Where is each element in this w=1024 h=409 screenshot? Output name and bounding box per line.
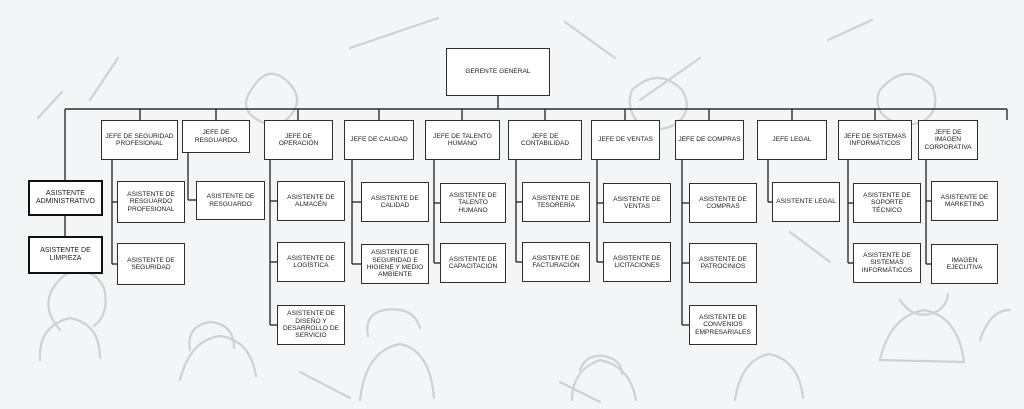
asistente-limpieza-node[interactable]: ASISTENTE DE LIMPIEZA: [28, 236, 103, 274]
asistente-resguardo-profesional-node[interactable]: ASISTENTE DE RESGUARDO PROFESIONAL: [117, 181, 185, 223]
asistente-tesoreria-node[interactable]: ASISTENTE DE TESORERÍA: [522, 182, 590, 222]
jefe-operacion-node[interactable]: JEFE DE OPERACIÓN: [264, 120, 333, 160]
asistente-soporte-tecnico-node[interactable]: ASISTENTE DE SOPORTE TÉCNICO: [853, 183, 921, 223]
asistente-calidad-node[interactable]: ASISTENTE DE CALIDAD: [361, 182, 429, 222]
asistente-ventas-node[interactable]: ASISTENTE DE VENTAS: [603, 183, 671, 223]
asistente-patrocinios-node[interactable]: ASISTENTE DE PATROCINIOS: [689, 243, 757, 283]
jefe-legal-node[interactable]: JEFE LEGAL: [757, 120, 827, 160]
gerente-general-node[interactable]: GERENTE GENERAL: [446, 48, 550, 96]
asistente-legal-node[interactable]: ASISTENTE LEGAL: [772, 182, 840, 222]
asistente-seguridad-higiene-medio-ambiente-node[interactable]: ASISTENTE DE SEGURIDAD E HIGIENE Y MEDIO…: [361, 244, 429, 284]
asistente-logistica-node[interactable]: ASISTENTE DE LOGÍSTICA: [277, 242, 345, 282]
asistente-marketing-node[interactable]: ASISTENTE DE MARKETING: [931, 181, 998, 221]
asistente-almacen-node[interactable]: ASISTENTE DE ALMACÉN: [277, 181, 345, 221]
jefe-seguridad-profesional-node[interactable]: JEFE DE SEGURIDAD PROFESIONAL: [101, 120, 178, 160]
imagen-ejecutiva-node[interactable]: IMAGEN EJECUTIVA: [931, 244, 998, 284]
asistente-licitaciones-node[interactable]: ASISTENTE DE LICITACIONES: [603, 242, 671, 282]
jefe-talento-humano-node[interactable]: JEFE DE TALENTO HUMANO: [425, 120, 500, 160]
asistente-facturacion-node[interactable]: ASISTENTE DE FACTURACIÓN: [522, 242, 590, 282]
jefe-contabilidad-node[interactable]: JEFE DE CONTABILIDAD: [508, 120, 582, 160]
jefe-calidad-node[interactable]: JEFE DE CALIDAD: [344, 120, 414, 160]
jefe-compras-node[interactable]: JEFE DE COMPRAS: [675, 120, 744, 160]
asistente-diseno-desarrollo-servicio-node[interactable]: ASISTENTE DE DISEÑO Y DESARROLLO DE SERV…: [277, 305, 345, 345]
asistente-resguardo-node[interactable]: ASISTENTE DE RESGUARDO: [196, 181, 265, 220]
jefe-imagen-corporativa-node[interactable]: JEFE DE IMAGEN CORPORATIVA: [918, 120, 978, 160]
asistente-seguridad-node[interactable]: ASISTENTE DE SEGURIDAD: [117, 243, 185, 285]
jefe-resguardo-node[interactable]: JEFE DE RESGUARDO: [182, 120, 250, 153]
asistente-convenios-empresariales-node[interactable]: ASISTENTE DE CONVENIOS EMPRESARIALES: [689, 305, 757, 345]
asistente-compras-node[interactable]: ASISTENTE DE COMPRAS: [689, 183, 757, 223]
asistente-capacitacion-node[interactable]: ASISTENTE DE CAPACITACIÓN: [440, 243, 506, 283]
asistente-administrativo-node[interactable]: ASISTENTE ADMINISTRATIVO: [28, 180, 103, 216]
jefe-ventas-node[interactable]: JEFE DE VENTAS: [591, 120, 660, 160]
jefe-sistemas-informaticos-node[interactable]: JEFE DE SISTEMAS INFORMÁTICOS: [838, 120, 912, 160]
asistente-talento-humano-node[interactable]: ASISTENTE DE TALENTO HUMANO: [440, 183, 506, 223]
asistente-sistemas-informaticos-node[interactable]: ASISTENTE DE SISTEMAS INFORMÁTICOS: [853, 243, 921, 283]
